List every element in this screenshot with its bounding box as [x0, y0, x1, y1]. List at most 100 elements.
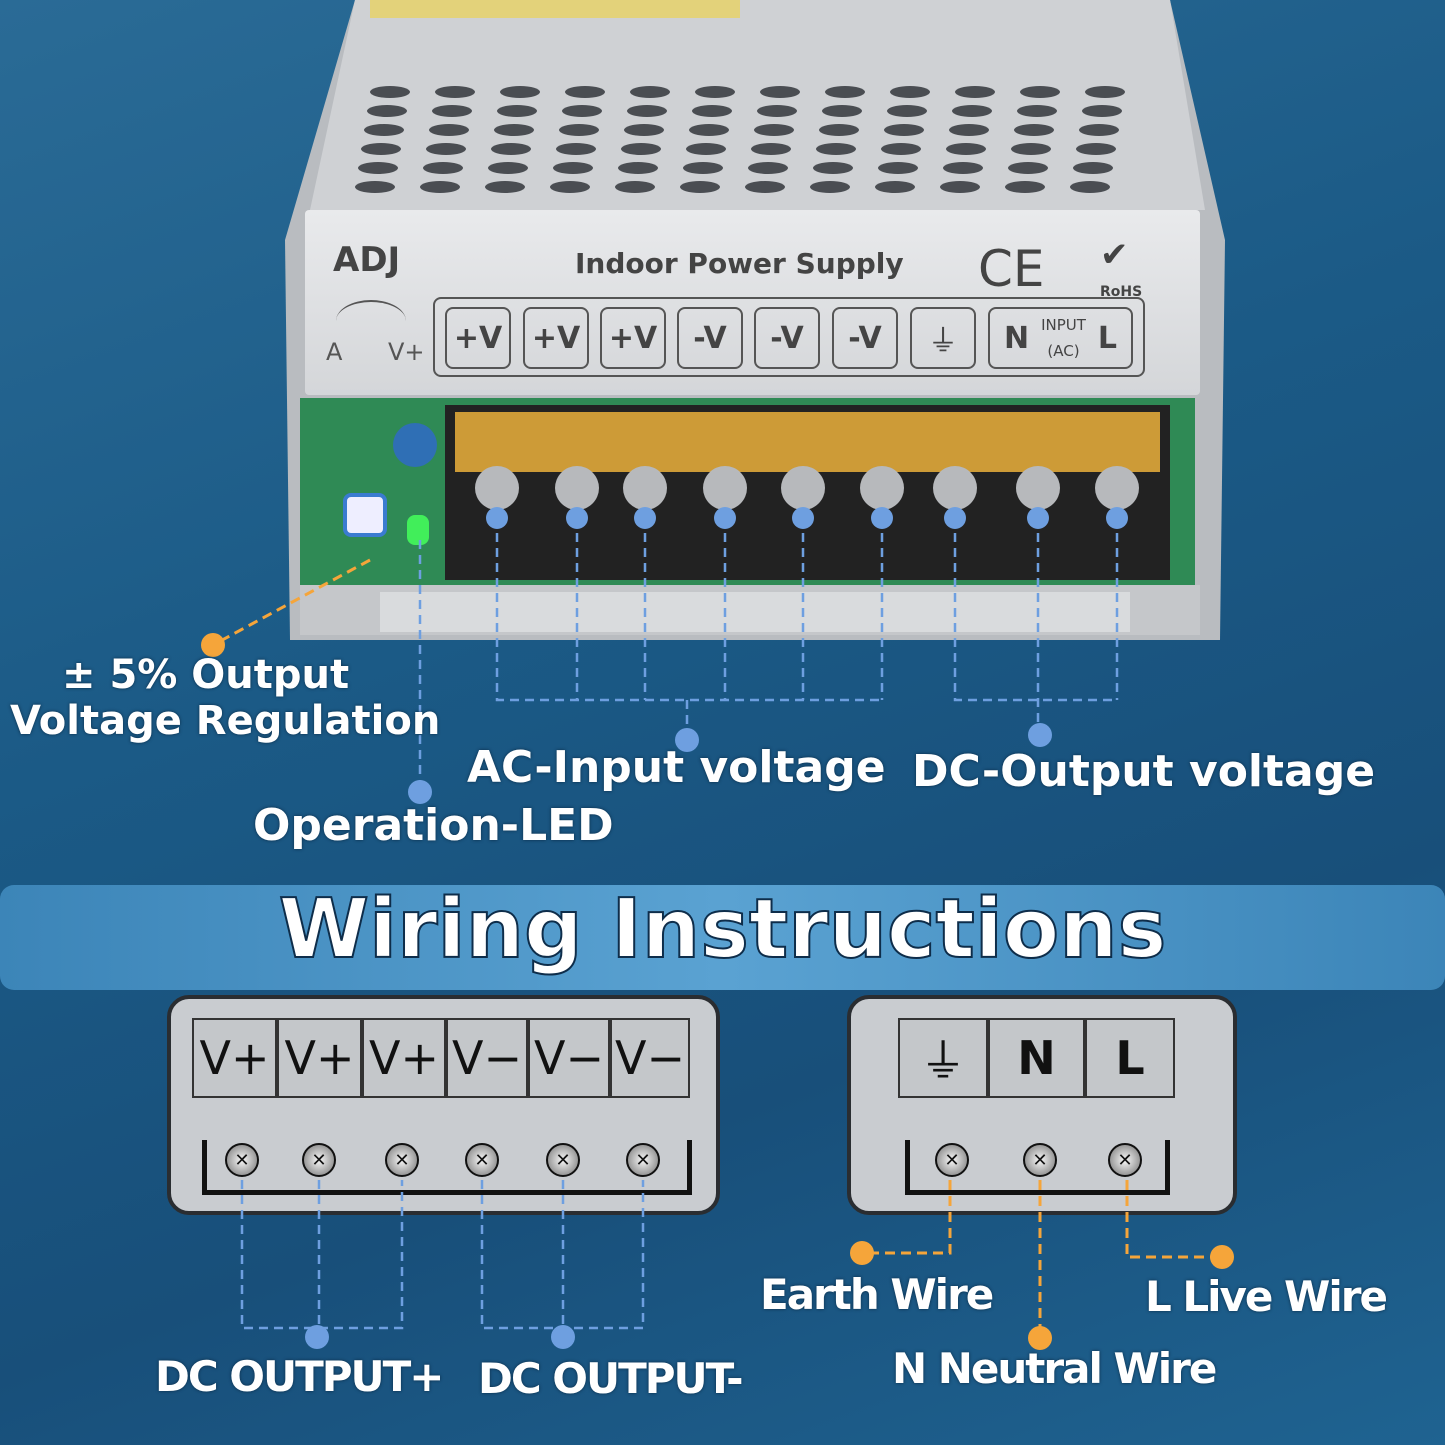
vent-hole	[618, 162, 658, 174]
vent-hole	[355, 181, 395, 193]
callout-dot	[675, 728, 699, 752]
ac-input-callout: AC-Input voltage	[467, 742, 886, 793]
l-label: L	[1097, 320, 1117, 356]
vent-hole	[1073, 162, 1113, 174]
dc-output-callout: DC-Output voltage	[912, 746, 1376, 797]
vent-hole	[887, 105, 927, 117]
vent-hole	[816, 143, 856, 155]
vent-hole	[745, 181, 785, 193]
ac-input-label: N INPUT(AC) L	[988, 307, 1133, 369]
dc-label: V−	[528, 1018, 610, 1098]
vent-hole	[754, 124, 794, 136]
vent-hole	[1014, 124, 1054, 136]
vent-hole	[562, 105, 602, 117]
terminal-dot	[871, 507, 893, 529]
vent-hole	[940, 181, 980, 193]
vent-hole	[949, 124, 989, 136]
terminal-dot	[1106, 507, 1128, 529]
banner-title: Wiring Instructions	[278, 881, 1168, 978]
rohs-mark: RoHS	[1100, 284, 1143, 300]
ground-icon: ⏚	[910, 307, 976, 369]
terminal-screw	[555, 466, 599, 510]
ac-label: N	[988, 1018, 1085, 1098]
vent-hole	[358, 162, 398, 174]
vent-hole	[952, 105, 992, 117]
vent-hole	[370, 86, 410, 98]
terminal-dot	[1027, 507, 1049, 529]
vent-hole	[627, 105, 667, 117]
vent-hole	[1011, 143, 1051, 155]
terminal-dot	[944, 507, 966, 529]
vent-hole	[550, 181, 590, 193]
vent-hole	[751, 143, 791, 155]
dc-label: V−	[610, 1018, 690, 1098]
terminal-screw	[781, 466, 825, 510]
vent-hole	[1005, 181, 1045, 193]
vent-hole	[420, 181, 460, 193]
vent-hole	[878, 162, 918, 174]
terminal-screw	[475, 466, 519, 510]
screw-icon: ✕	[626, 1143, 660, 1177]
vent-hole	[423, 162, 463, 174]
vent-hole	[491, 143, 531, 155]
vent-hole	[426, 143, 466, 155]
vent-hole	[825, 86, 865, 98]
adjust-label-v: V+	[388, 338, 425, 366]
vent-hole	[943, 162, 983, 174]
earth-dot	[850, 1241, 874, 1265]
callout-dot	[408, 780, 432, 804]
regulation-callout: ± 5% Output	[62, 652, 350, 698]
terminal-dot	[486, 507, 508, 529]
vent-hole	[367, 105, 407, 117]
dc-label: V−	[446, 1018, 528, 1098]
vent-hole	[559, 124, 599, 136]
regulation-callout-2: Voltage Regulation	[10, 698, 441, 744]
vent-hole	[364, 124, 404, 136]
brand-label: ADJ	[333, 240, 401, 280]
dc-minus-dot	[551, 1325, 575, 1349]
terminal-label-strip	[433, 297, 1145, 377]
input-label: INPUT	[1041, 316, 1086, 334]
vent-hole	[822, 105, 862, 117]
label-plate	[305, 210, 1200, 395]
terminal-screw	[703, 466, 747, 510]
vent-hole	[553, 162, 593, 174]
adjust-arrow-icon	[336, 300, 406, 342]
screw-icon: ✕	[1108, 1143, 1142, 1177]
terminal-dot	[566, 507, 588, 529]
vent-hole	[1082, 105, 1122, 117]
vent-hole	[1076, 143, 1116, 155]
vent-hole	[686, 143, 726, 155]
vent-hole	[881, 143, 921, 155]
terminal-dot	[792, 507, 814, 529]
vent-hole	[692, 105, 732, 117]
screw-icon: ✕	[302, 1143, 336, 1177]
vent-hole	[683, 162, 723, 174]
vent-hole	[757, 105, 797, 117]
vent-hole	[488, 162, 528, 174]
rohs-check-icon: ✔	[1100, 235, 1129, 275]
terminal-label: +V	[445, 307, 511, 369]
vent-hole	[1020, 86, 1060, 98]
live-wire-label: L Live Wire	[1145, 1272, 1388, 1321]
vent-hole	[432, 105, 472, 117]
terminal-label: -V	[832, 307, 898, 369]
vent-hole	[361, 143, 401, 155]
vent-hole	[615, 181, 655, 193]
vent-hole	[955, 86, 995, 98]
screw-icon: ✕	[546, 1143, 580, 1177]
terminal-label: -V	[754, 307, 820, 369]
terminal-label: -V	[677, 307, 743, 369]
vent-hole	[1079, 124, 1119, 136]
callout-dot	[1028, 723, 1052, 747]
vent-hole	[624, 124, 664, 136]
terminal-screw	[933, 466, 977, 510]
product-title: Indoor Power Supply	[575, 247, 904, 280]
dc-minus-label: DC OUTPUT-	[478, 1354, 744, 1403]
ac-terminal-base	[905, 1140, 1170, 1195]
neutral-wire-label: N Neutral Wire	[892, 1344, 1217, 1393]
vent-hole	[621, 143, 661, 155]
vent-hole	[1008, 162, 1048, 174]
vent-hole	[630, 86, 670, 98]
